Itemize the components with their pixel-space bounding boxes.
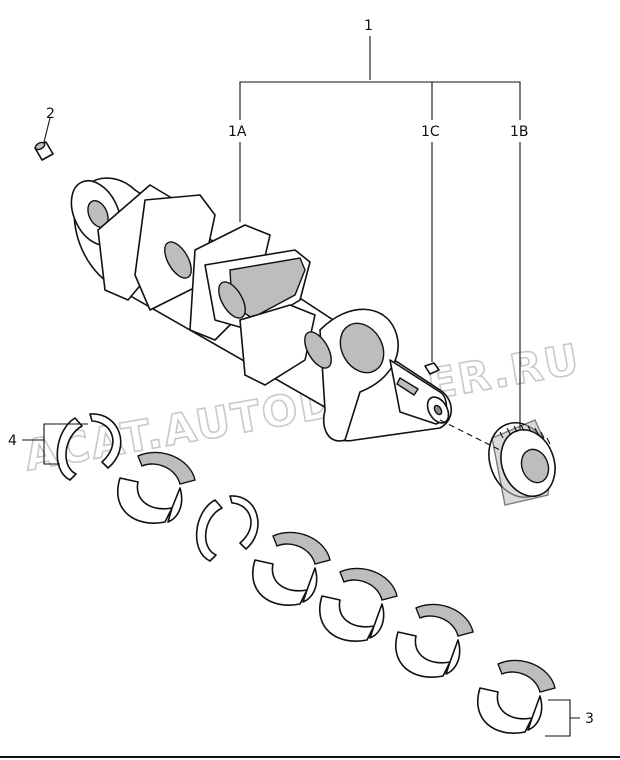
thrust-washer-1: [56, 413, 122, 481]
callout-4: 4: [8, 433, 17, 449]
woodruff-key: [424, 362, 440, 375]
dowel-pin: [34, 141, 54, 161]
crankshaft: [70, 177, 453, 442]
crankshaft-gear: [488, 419, 556, 506]
main-bearing-shell-2: [252, 531, 331, 606]
callout-3: 3: [585, 711, 594, 727]
callout-1c: 1C: [421, 124, 440, 140]
thrust-washer-2: [195, 495, 259, 562]
main-bearing-shell-3: [319, 567, 398, 642]
callout-2: 2: [46, 106, 55, 122]
callout-labels: 1 1A 1C 1B 2 3 4: [8, 18, 594, 727]
callout-1: 1: [364, 18, 373, 34]
leader-lines: [22, 36, 580, 737]
callout-1a: 1A: [228, 124, 247, 140]
main-bearing-shell-5: [477, 659, 556, 734]
callout-1b: 1B: [510, 124, 529, 140]
main-bearing-shell-4: [395, 603, 474, 678]
main-bearing-shell-1: [117, 451, 196, 524]
